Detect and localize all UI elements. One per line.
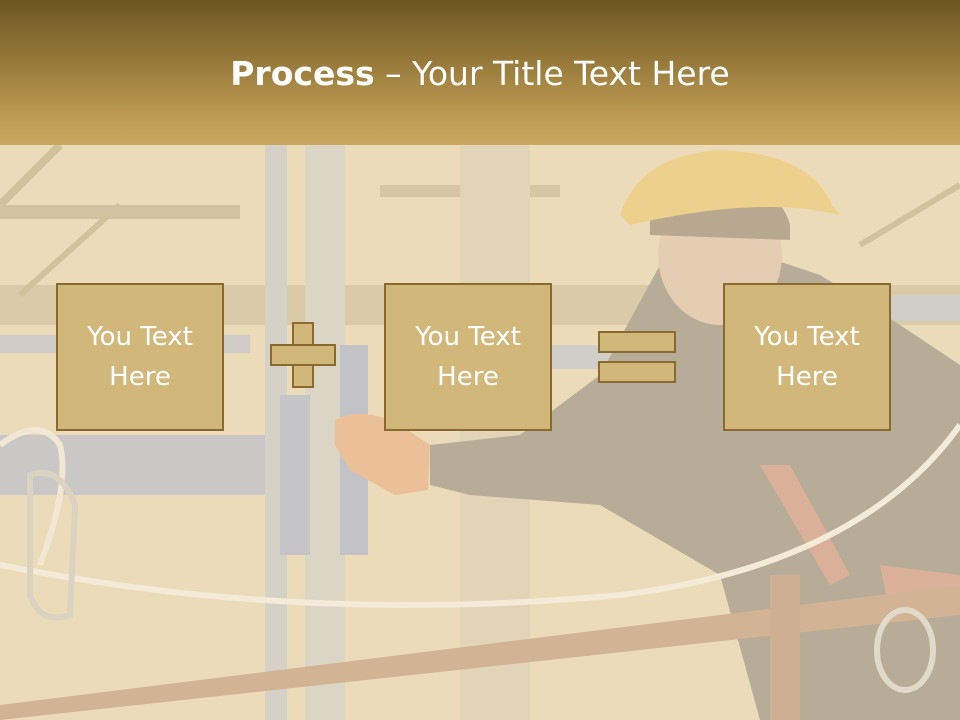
title-band: Process – Your Title Text Here (0, 0, 960, 145)
background-photo (0, 145, 960, 720)
slide-title: Process – Your Title Text Here (0, 52, 960, 96)
title-bold: Process (230, 54, 375, 93)
title-rest: – Your Title Text Here (374, 54, 730, 93)
